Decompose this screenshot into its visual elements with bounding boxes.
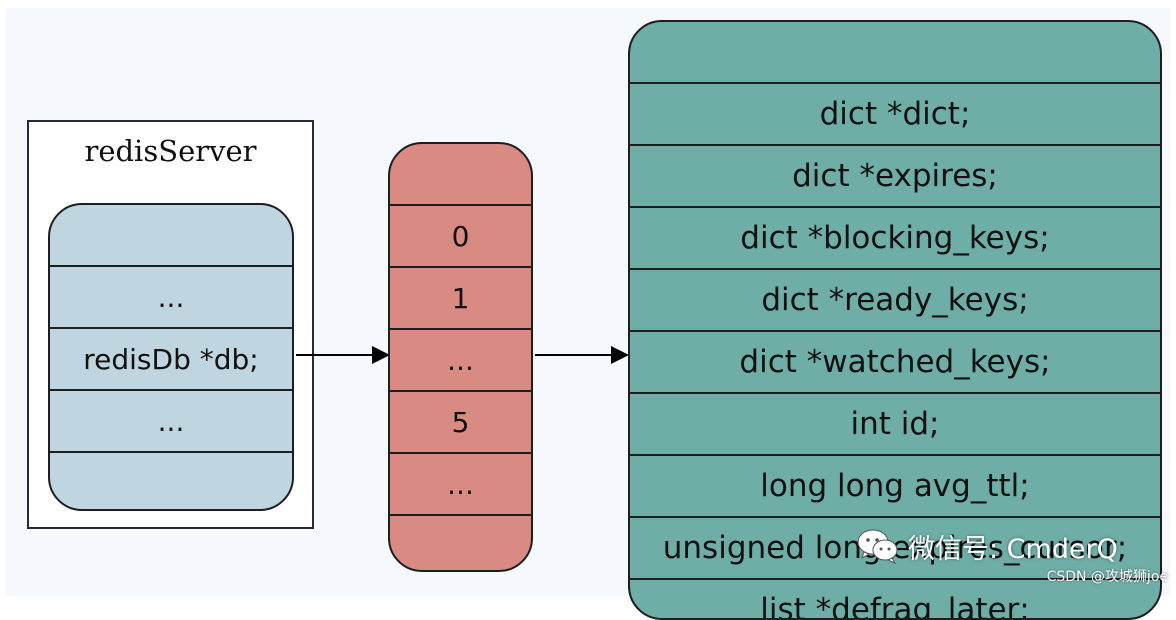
watermark-text: 微信号: CmderQ xyxy=(908,533,1118,565)
redisdb-field-expires: dict *expires; xyxy=(630,144,1160,206)
db-array-cell-top xyxy=(390,144,531,206)
redisdb-field-avg-ttl: long long avg_ttl; xyxy=(630,454,1160,516)
wechat-watermark: 微信号: CmderQ xyxy=(856,524,1118,568)
redis-db-record: dict *dict; dict *expires; dict *blockin… xyxy=(628,20,1162,620)
db-array-cell-0: 0 xyxy=(390,204,531,266)
edge-array-to-redisdb-arrowhead xyxy=(611,346,629,364)
db-array-cell-bottom xyxy=(390,514,531,570)
server-field-ellipsis-1: ... xyxy=(50,265,292,327)
redisdb-field-ready-keys: dict *ready_keys; xyxy=(630,268,1160,330)
server-field-bottom xyxy=(50,451,292,509)
wechat-icon xyxy=(857,529,898,565)
edge-array-to-redisdb-line xyxy=(535,354,615,356)
db-array-cell-ellipsis-2: ... xyxy=(390,452,531,514)
redisdb-field-expires-cursor: unsigned long expires_cursor; xyxy=(630,516,1160,578)
redisdb-field-id: int id; xyxy=(630,392,1160,454)
diagram-canvas: redisServer ... redisDb *db; ... 0 1 ...… xyxy=(27,20,1168,620)
redis-server-record: ... redisDb *db; ... xyxy=(48,203,294,511)
redis-server-title: redisServer xyxy=(84,134,257,168)
edge-db-to-array-line xyxy=(296,354,376,356)
redisdb-field-watched-keys: dict *watched_keys; xyxy=(630,330,1160,392)
server-field-db-pointer: redisDb *db; xyxy=(50,327,292,389)
redisdb-field-blocking-keys: dict *blocking_keys; xyxy=(630,206,1160,268)
redisdb-field-top xyxy=(630,22,1160,84)
edge-db-to-array-arrowhead xyxy=(372,346,390,364)
db-array-record: 0 1 ... 5 ... xyxy=(388,142,533,572)
db-array-cell-5: 5 xyxy=(390,390,531,452)
redisdb-field-dict: dict *dict; xyxy=(630,82,1160,144)
db-array-cell-ellipsis-1: ... xyxy=(390,328,531,390)
server-field-ellipsis-2: ... xyxy=(50,389,292,451)
server-field-top xyxy=(50,205,292,267)
db-array-cell-1: 1 xyxy=(390,266,531,328)
csdn-source-watermark: CSDN @攻城狮joe xyxy=(1046,569,1168,585)
